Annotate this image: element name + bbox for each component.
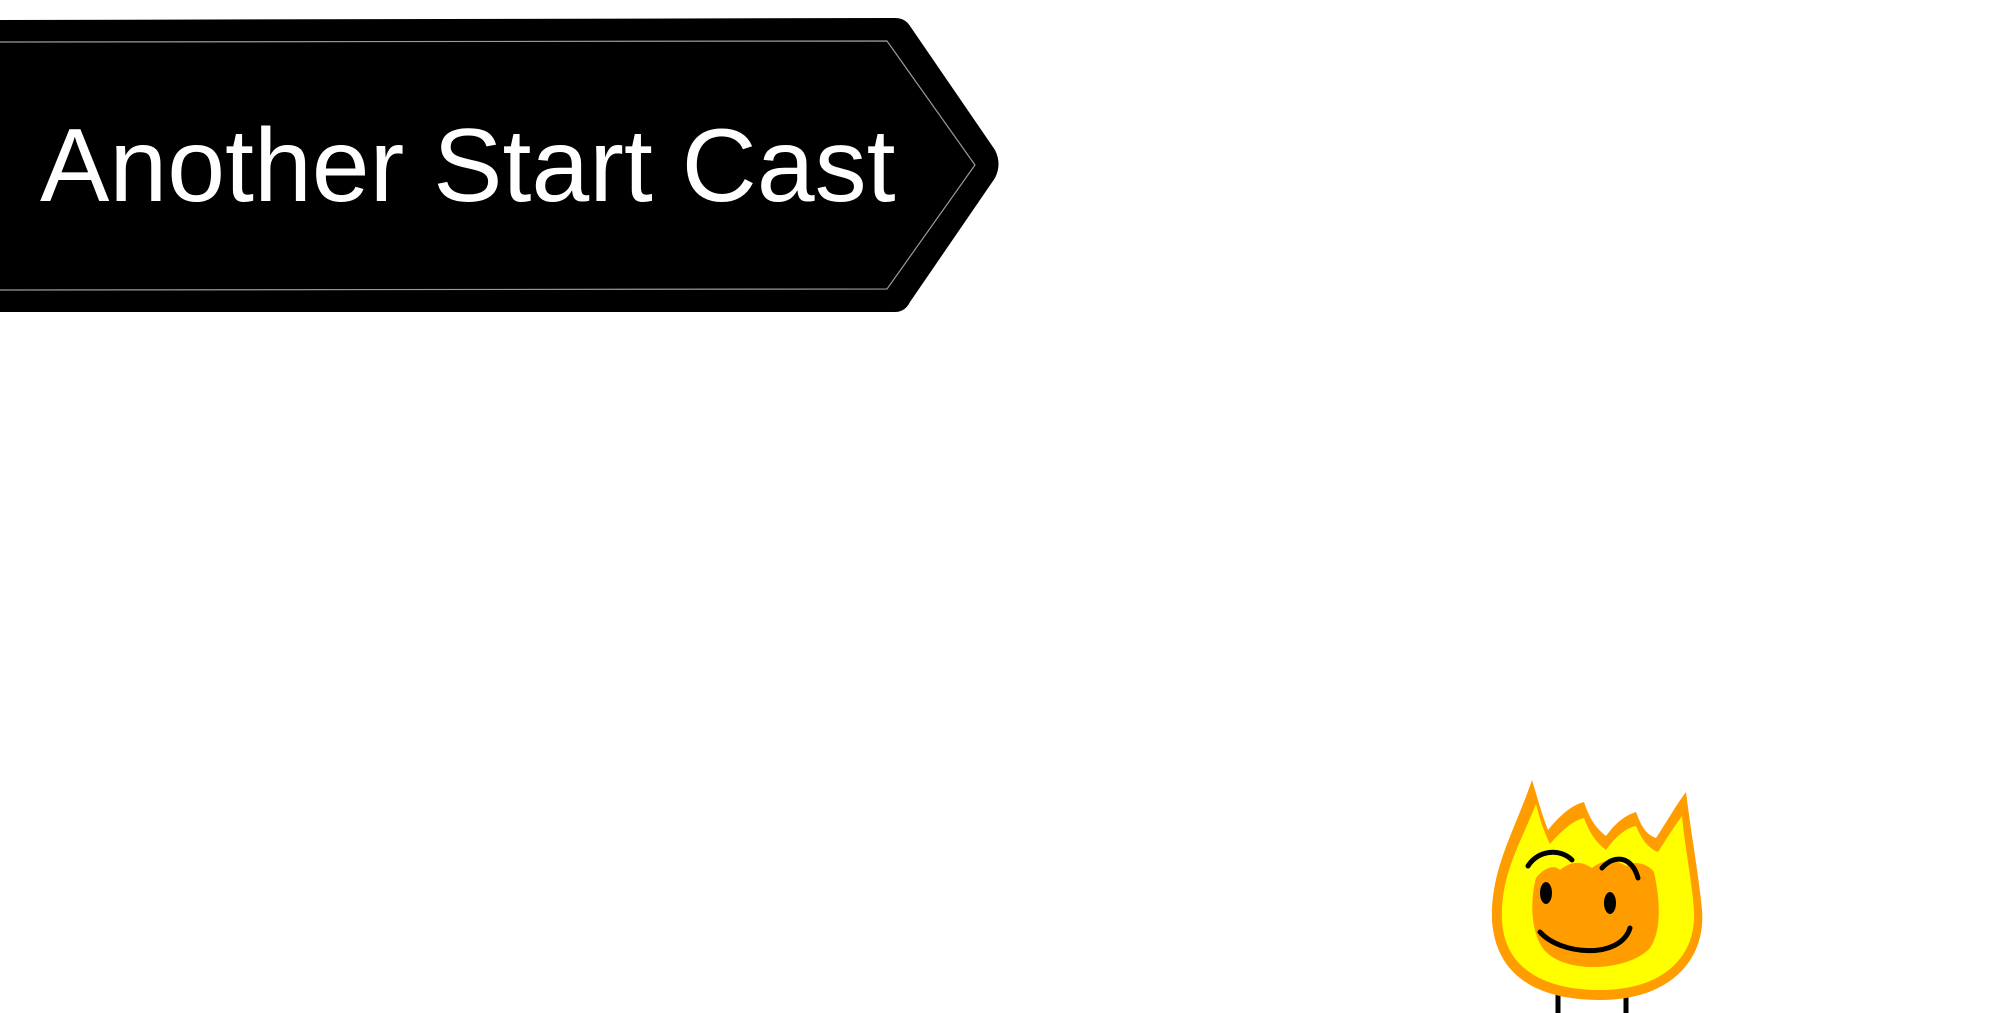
flame-character-icon [1491,780,1703,1013]
flame-character [1480,760,1740,1013]
arrow-banner-shape [0,18,999,312]
banner-title: Another Start Cast [40,108,896,224]
title-banner: Another Start Cast [0,0,1010,330]
